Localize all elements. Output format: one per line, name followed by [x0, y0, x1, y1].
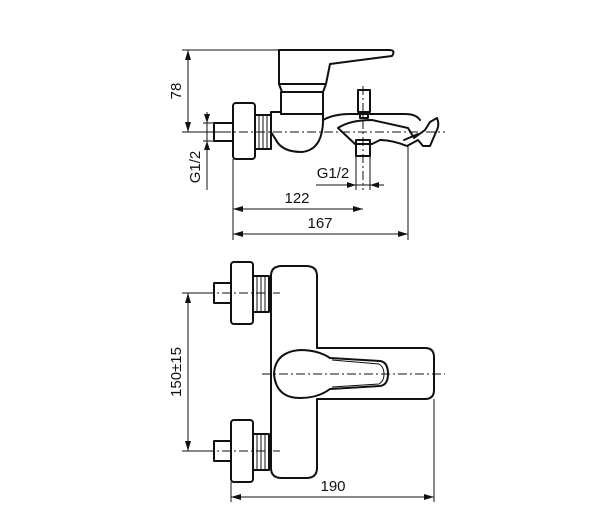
- mixer-body-top: [270, 265, 435, 479]
- wall-flange: [232, 102, 256, 160]
- valve-body: [280, 91, 324, 115]
- dim-150-label: 150±15: [168, 347, 185, 397]
- dim-78-label: 78: [168, 83, 185, 100]
- dim-inlet-thread-label: G1/2: [187, 151, 204, 184]
- side-view: 78 G1/2 G1/2 122 167: [168, 49, 445, 240]
- dim-outlet-thread-label: G1/2: [317, 165, 350, 182]
- dim-122-label: 122: [284, 190, 309, 207]
- mixer-body: [270, 111, 324, 153]
- diverter-knob: [357, 89, 371, 113]
- spout: [337, 117, 440, 147]
- lever-handle: [278, 49, 395, 85]
- dim-190-label: 190: [320, 478, 345, 495]
- dim-167-label: 167: [307, 215, 332, 232]
- top-view: 150±15 190: [168, 261, 445, 502]
